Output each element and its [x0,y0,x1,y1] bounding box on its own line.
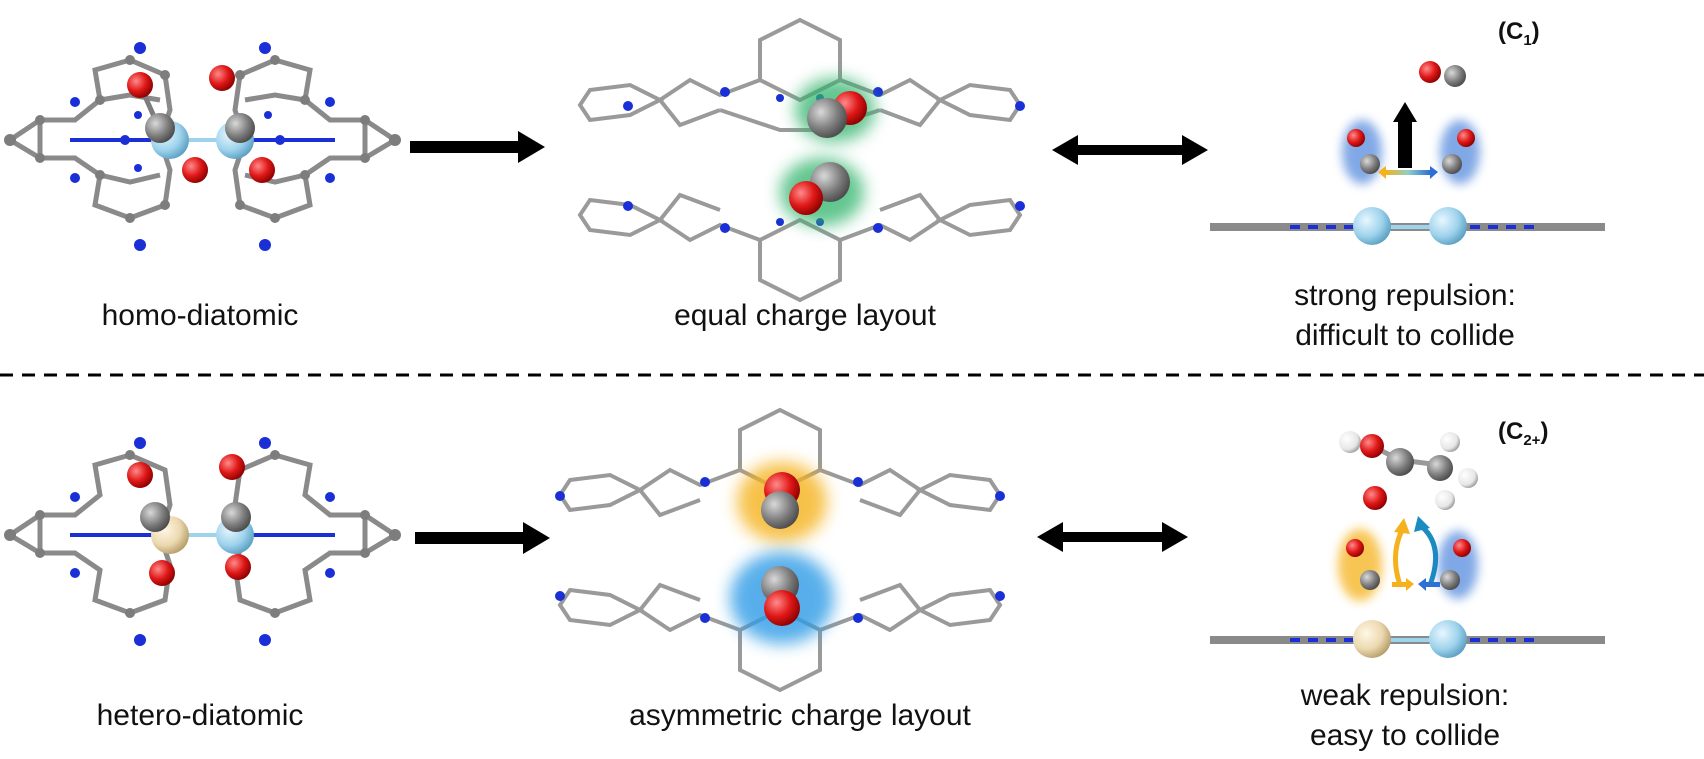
c2-product-scheme [1210,431,1605,658]
outcome-line2-row1: difficult to collide [1295,319,1515,352]
equal-charge-structure [577,17,1025,303]
co-product [1419,61,1466,87]
asymmetric-charge-structure [555,407,1005,693]
product-tag-main: (C [1498,18,1524,45]
repulsion-arrow [1378,166,1438,179]
product-tag-main: (C [1498,418,1524,445]
double-arrow-row2 [1037,522,1188,552]
nitrogen-atoms [70,42,335,251]
outcome-line1-row2: weak repulsion: [1300,679,1510,712]
outcome-line1-row1: strong repulsion: [1294,279,1516,312]
right-arrow-row2 [415,522,550,554]
co-molecule-right [209,65,275,183]
double-arrow-row1 [1052,135,1208,165]
c1-product-scheme [1210,61,1605,245]
product-tag-sub: 1 [1523,31,1532,49]
hetero-diatomic-structure [4,437,401,646]
equal-charge-layout-label: equal charge layout [674,299,936,332]
co-upper-2 [761,472,800,529]
homo-diatomic-label: homo-diatomic [101,299,299,332]
outcome-line2-row2: easy to collide [1309,719,1501,752]
co-lower-2 [761,566,800,626]
co-adsorbed-blue [1438,531,1478,599]
coupling-arrow-blue [1414,516,1439,586]
product-tag-c1: (C1) [1498,18,1540,49]
nitrogen-atoms-top [623,87,1025,233]
co-molecule-left [127,72,208,183]
co-lower [789,162,850,215]
nitrogen-atoms-top-2 [555,477,1005,623]
product-tag-end: ) [1531,18,1540,45]
asymmetric-charge-layout-label: asymmetric charge layout [629,699,971,732]
co-adsorbed-right [1440,120,1480,184]
product-tag-c2plus: (C2+) [1498,418,1548,449]
hetero-diatomic-label: hetero-diatomic [96,699,304,732]
coupling-arrow-yellow [1393,518,1410,586]
attraction-arrows [1392,578,1440,591]
surface-edge-2 [1210,620,1605,658]
product-tag-sub: 2+ [1523,431,1541,449]
product-tag-end: ) [1540,418,1549,445]
co-upper [807,91,867,138]
acetic-acid-product [1339,431,1478,510]
surface-edge [1210,207,1605,245]
co-adsorbed-tan [1338,529,1382,601]
homo-diatomic-structure [4,42,401,251]
co-molecule-right-2 [219,454,251,580]
right-arrow-row1 [410,131,545,163]
co-molecule-left-2 [127,462,175,586]
nitrogen-atoms-2 [70,437,335,646]
carbon-atoms-2 [4,450,401,618]
up-arrow-black [1393,102,1417,168]
carbon-atoms [4,55,401,223]
co-adsorbed-left [1342,120,1382,184]
